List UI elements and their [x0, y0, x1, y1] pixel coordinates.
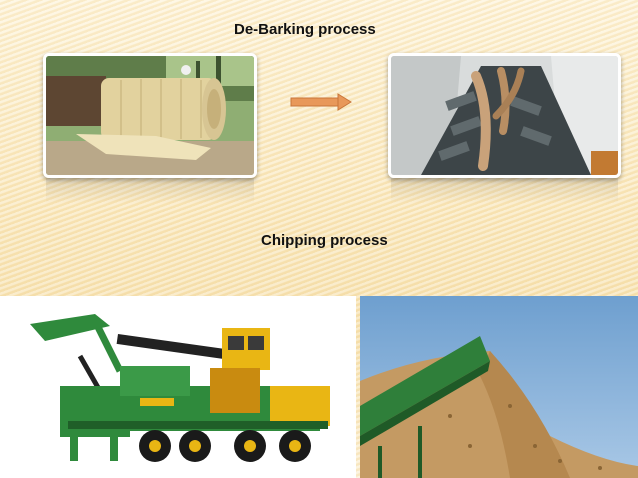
chipper-machine-photo [0, 296, 356, 478]
photo-reflection [46, 178, 254, 204]
debarking-title: De-Barking process [234, 21, 376, 38]
wood-chips-pile-photo [360, 296, 638, 478]
photo-reflection [391, 178, 618, 204]
chipping-title: Chipping process [261, 232, 388, 249]
arrow-right-icon [290, 93, 352, 111]
debarker-drum-photo [388, 53, 621, 178]
log-debarking-photo [43, 53, 257, 178]
